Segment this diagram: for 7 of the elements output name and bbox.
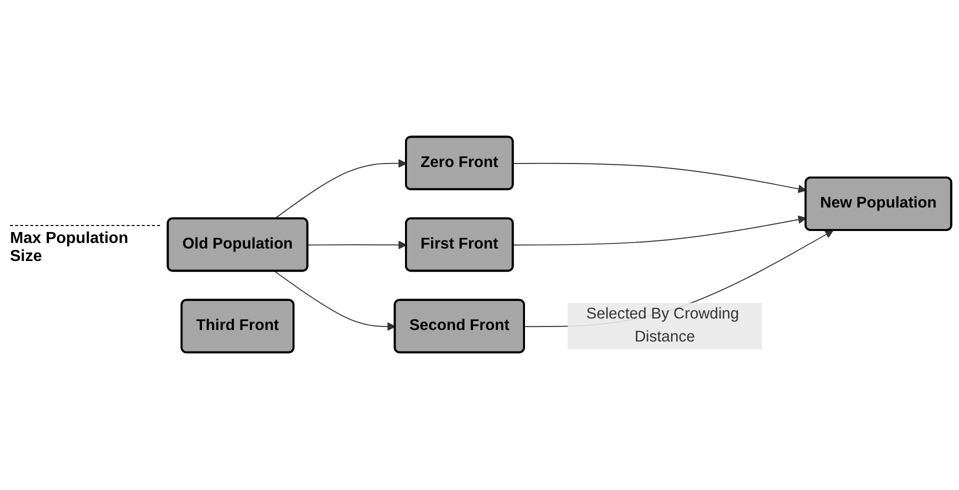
- arrow: [512, 163, 806, 194]
- arrow: [512, 216, 806, 246]
- arrow: [274, 160, 407, 220]
- arrow: [274, 271, 396, 332]
- threshold-label: Max Population Size: [10, 224, 160, 266]
- edge-label: Selected By Crowding Distance: [586, 306, 740, 346]
- arrow: [307, 241, 407, 250]
